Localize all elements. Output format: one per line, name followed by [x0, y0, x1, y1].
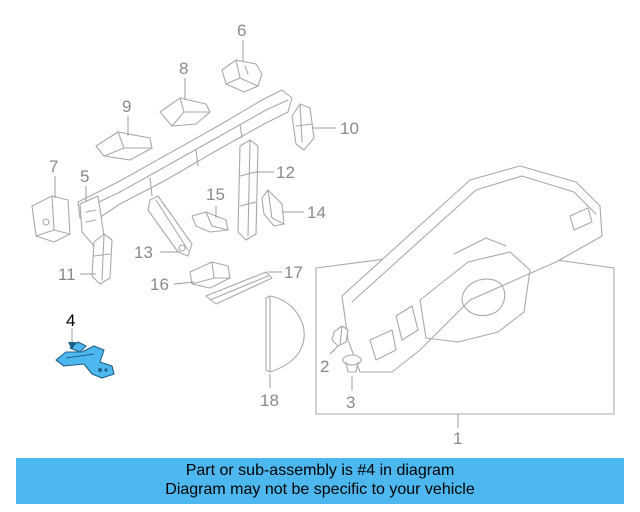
- part-18-cover: [265, 295, 305, 373]
- callout-18: 18: [260, 391, 279, 410]
- part-8-bracket: [159, 97, 211, 127]
- part-16-bracket: [189, 261, 231, 289]
- banner-line-1: Part or sub-assembly is #4 in diagram: [185, 462, 455, 479]
- callout-14: 14: [307, 203, 326, 222]
- part-12-brace: [237, 139, 259, 241]
- callout-10: 10: [340, 119, 359, 138]
- part-7-bracket: [31, 195, 71, 243]
- info-banner: Part or sub-assembly is #4 in diagram Di…: [16, 458, 624, 504]
- part-11-bracket: [91, 233, 113, 285]
- callout-8: 8: [179, 59, 188, 78]
- part-13-brace: [147, 195, 193, 257]
- part-9-bracket: [95, 131, 153, 161]
- part-14-bracket: [261, 189, 285, 227]
- leader-16: [173, 281, 195, 285]
- callout-1: 1: [453, 429, 462, 448]
- leader-4-arrowhead: [68, 342, 76, 350]
- part-15-bracket: [191, 211, 229, 233]
- callout-7: 7: [49, 157, 58, 176]
- leader-2: [329, 345, 339, 355]
- callout-2: 2: [320, 357, 329, 376]
- callout-12: 12: [276, 163, 295, 182]
- part-17-bar: [205, 271, 273, 305]
- part-3-fastener: [342, 354, 362, 373]
- callout-16: 16: [150, 275, 169, 294]
- callout-15: 15: [206, 185, 225, 204]
- callout-9: 9: [122, 97, 131, 116]
- callout-11: 11: [58, 265, 76, 284]
- banner-line-2: Diagram may not be specific to your vehi…: [165, 481, 475, 498]
- part-1-instrument-panel: [315, 165, 615, 415]
- callout-3: 3: [346, 393, 355, 412]
- callout-5: 5: [80, 167, 89, 186]
- part-4-bracket-highlighted: [55, 341, 115, 379]
- part-6-bracket: [221, 59, 263, 93]
- callout-4: 4: [66, 311, 75, 330]
- callout-17: 17: [284, 263, 303, 282]
- callout-13: 13: [134, 243, 153, 262]
- part-10-bracket: [291, 103, 315, 151]
- part-2-clip: [331, 325, 349, 347]
- callout-6: 6: [237, 21, 246, 40]
